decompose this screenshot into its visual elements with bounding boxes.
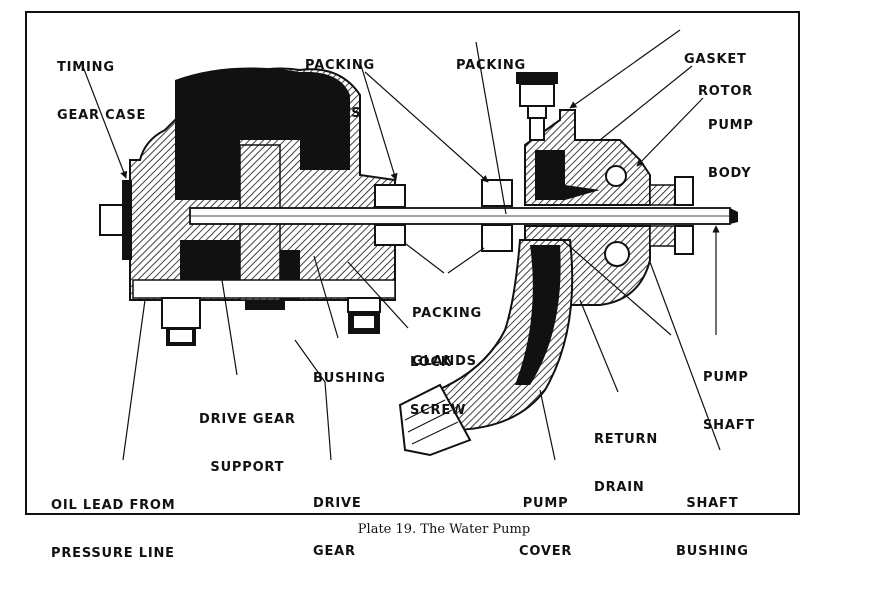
water-pump-plate: TIMING GEAR CASE PACKING NUTS PACKING GA… xyxy=(25,11,800,561)
leader-gasket xyxy=(569,29,681,109)
leader-lines xyxy=(81,29,721,461)
leader-packing-glands-2 xyxy=(447,247,485,274)
label-pump-shaft: PUMP SHAFT xyxy=(703,370,756,433)
label-packing-glands: PACKING GLANDS xyxy=(412,306,482,369)
figure-caption: Plate 19. The Water Pump xyxy=(357,522,531,537)
grease-cup xyxy=(516,72,558,141)
leader-pump-cover xyxy=(539,389,556,461)
leader-packing-nuts-2 xyxy=(364,71,489,183)
lock-screw-fitting xyxy=(347,297,381,334)
label-return-drain: RETURN DRAIN xyxy=(594,432,659,495)
oil-lead-fitting xyxy=(161,297,201,346)
leader-pump-body xyxy=(636,97,704,167)
leader-drive-gear-2 xyxy=(294,339,326,383)
leader-return-drain xyxy=(579,299,619,393)
label-packing: PACKING xyxy=(456,58,526,73)
leader-drive-gear-support xyxy=(221,279,238,376)
base-plate xyxy=(132,279,396,299)
leader-bushing xyxy=(313,255,339,339)
leader-rotor xyxy=(599,65,693,141)
label-gasket: GASKET xyxy=(684,52,747,67)
leader-packing xyxy=(475,41,507,215)
packing-nut-right xyxy=(481,179,513,252)
label-timing-gear-case: TIMING GEAR CASE xyxy=(57,60,147,123)
packing-nut-left xyxy=(374,184,406,246)
timing-gear-nut xyxy=(99,180,132,260)
pump-cross-section-drawing xyxy=(81,29,738,461)
label-bushing: BUSHING xyxy=(313,371,386,386)
leader-timing-gear-case xyxy=(81,63,128,179)
label-pump-body: PUMP BODY xyxy=(708,118,754,181)
leader-lock-screw xyxy=(347,261,409,329)
pump-cover-hose xyxy=(398,239,574,457)
leader-oil-lead xyxy=(122,299,146,461)
label-lock-screw: LOCK SCREW xyxy=(410,355,467,418)
label-packing-nuts: PACKING NUTS xyxy=(305,58,375,121)
label-drive-gear-support: DRIVE GEAR SUPPORT xyxy=(199,412,296,475)
leader-packing-glands-1 xyxy=(405,243,445,274)
illustration-frame xyxy=(25,11,800,515)
pump-shaft-drawing xyxy=(189,207,738,225)
leader-packing-nuts-1 xyxy=(359,61,398,181)
leader-shaft-bushing-2 xyxy=(559,237,672,336)
leader-drive-gear-1 xyxy=(324,381,332,461)
leader-shaft-bushing xyxy=(649,261,721,451)
label-rotor: ROTOR xyxy=(698,84,753,99)
